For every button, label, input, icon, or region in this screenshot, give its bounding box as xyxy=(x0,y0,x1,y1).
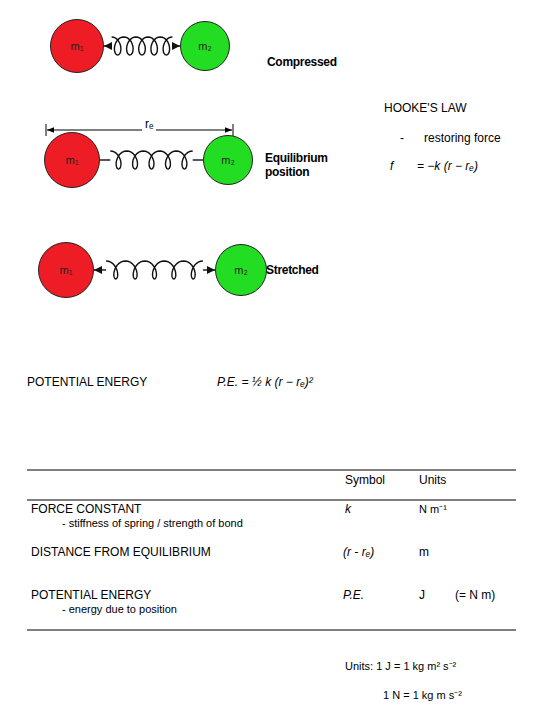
text-label: 1 N = 1 kg m s⁻² xyxy=(383,688,462,702)
mass-label: m₁ xyxy=(60,264,73,276)
mass-ball: m₁ xyxy=(38,242,94,298)
mass-label: m₁ xyxy=(71,40,84,52)
text-label: k xyxy=(345,502,351,516)
text-label: DISTANCE FROM EQUILIBRIUM xyxy=(31,545,211,559)
text-label: FORCE CONSTANT xyxy=(31,502,141,516)
text-label: Units: 1 J = 1 kg m² s⁻² xyxy=(345,659,456,673)
text-label: - stiffness of spring / strength of bond xyxy=(62,516,243,530)
text-label: = −k (r − rₑ) xyxy=(417,159,478,173)
table-rule xyxy=(27,470,516,630)
text-label: Stretched xyxy=(266,263,319,277)
text-label: (r - rₑ) xyxy=(343,545,374,559)
spring xyxy=(104,37,180,55)
mass-label: m₂ xyxy=(198,40,211,52)
text-label: f xyxy=(390,159,393,173)
text-label: - energy due to position xyxy=(62,602,177,616)
mass-ball: m₁ xyxy=(50,19,104,73)
text-label: J xyxy=(419,588,425,602)
text-label: restoring force xyxy=(424,131,501,145)
text-label: Symbol xyxy=(345,473,385,487)
mass-ball: m₂ xyxy=(180,21,230,71)
mass-ball: m₁ xyxy=(44,132,100,188)
text-label: P.E. xyxy=(343,588,364,602)
text-label: P.E. = ½ k (r − rₑ)² xyxy=(217,375,313,389)
text-label: (= N m) xyxy=(455,588,495,602)
text-label: N m⁻¹ xyxy=(419,502,447,516)
spring xyxy=(94,261,215,279)
mass-label: m₁ xyxy=(66,154,79,166)
text-label: Equilibrium position xyxy=(265,151,345,179)
text-label: m xyxy=(419,545,429,559)
text-label: HOOKE'S LAW xyxy=(384,101,467,115)
mass-label: m₂ xyxy=(221,154,234,166)
mass-label: m₂ xyxy=(234,264,247,276)
text-label: rₑ xyxy=(142,117,156,131)
text-label: Units xyxy=(419,473,446,487)
text-label: POTENTIAL ENERGY xyxy=(31,588,151,602)
mass-ball: m₂ xyxy=(215,244,267,296)
spring xyxy=(100,151,203,169)
text-label: Compressed xyxy=(267,55,337,69)
text-label: - xyxy=(400,131,404,145)
text-label: POTENTIAL ENERGY xyxy=(27,375,147,389)
mass-ball: m₂ xyxy=(203,135,253,185)
